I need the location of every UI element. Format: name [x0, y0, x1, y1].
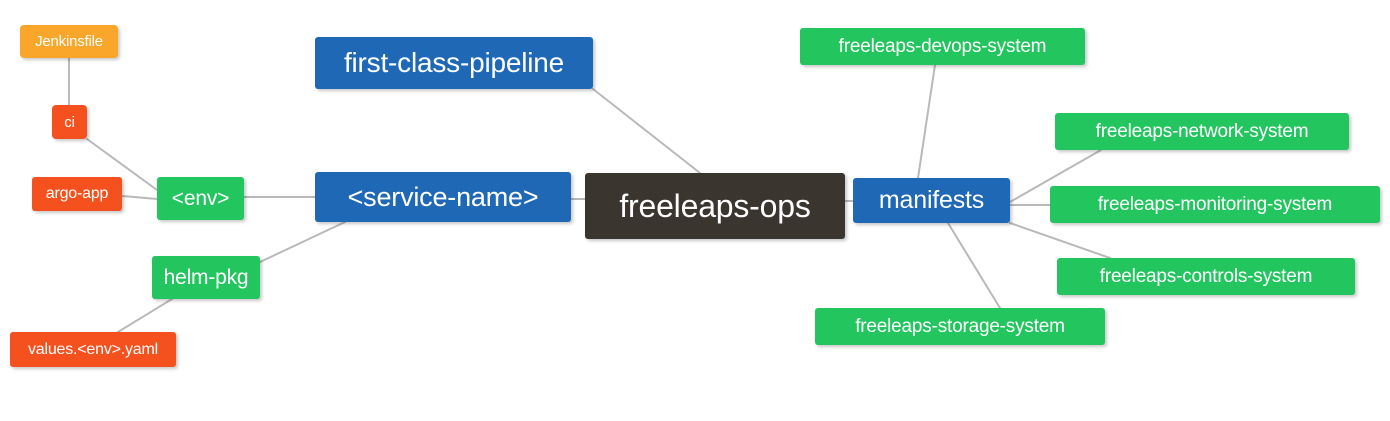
- node-values-env-yaml[interactable]: values.<env>.yaml: [10, 332, 176, 367]
- node-manifests[interactable]: manifests: [853, 178, 1010, 223]
- node-jenkinsfile[interactable]: Jenkinsfile: [20, 25, 118, 58]
- node-freeleaps-monitoring-system[interactable]: freeleaps-monitoring-system: [1050, 186, 1380, 223]
- node-label-helm-pkg: helm-pkg: [163, 266, 249, 289]
- node-freeleaps-network-system[interactable]: freeleaps-network-system: [1055, 113, 1349, 150]
- node-ci[interactable]: ci: [52, 105, 87, 139]
- node-env[interactable]: <env>: [157, 177, 244, 220]
- node-service-name[interactable]: <service-name>: [315, 172, 571, 222]
- node-label-ci: ci: [64, 113, 75, 131]
- node-label-env: <env>: [171, 187, 230, 210]
- node-freeleaps-storage-system[interactable]: freeleaps-storage-system: [815, 308, 1105, 345]
- edge-manifests-to-freeleaps-storage-system: [947, 222, 1001, 309]
- node-first-class-pipeline[interactable]: first-class-pipeline: [315, 37, 593, 89]
- node-argo-app[interactable]: argo-app: [32, 177, 122, 211]
- node-freeleaps-controls-system[interactable]: freeleaps-controls-system: [1057, 258, 1355, 295]
- node-label-freeleaps-monitoring-system: freeleaps-monitoring-system: [1097, 194, 1333, 215]
- node-label-values-env-yaml: values.<env>.yaml: [27, 340, 158, 358]
- edge-manifests-to-freeleaps-devops-system: [917, 64, 936, 179]
- node-label-freeleaps-ops: freeleaps-ops: [619, 188, 811, 224]
- node-label-jenkinsfile: Jenkinsfile: [35, 33, 103, 50]
- edge-service-name-to-helm-pkg: [259, 221, 346, 263]
- node-label-freeleaps-controls-system: freeleaps-controls-system: [1099, 266, 1313, 287]
- node-label-freeleaps-devops-system: freeleaps-devops-system: [838, 36, 1047, 57]
- node-label-freeleaps-network-system: freeleaps-network-system: [1095, 121, 1309, 142]
- node-freeleaps-devops-system[interactable]: freeleaps-devops-system: [800, 28, 1085, 65]
- node-label-service-name: <service-name>: [347, 181, 539, 212]
- node-label-first-class-pipeline: first-class-pipeline: [343, 47, 565, 78]
- edge-first-class-pipeline-to-freeleaps-ops: [592, 88, 701, 174]
- edge-manifests-to-freeleaps-controls-system: [1009, 222, 1111, 259]
- node-freeleaps-ops[interactable]: freeleaps-ops: [585, 173, 845, 239]
- node-label-argo-app: argo-app: [45, 185, 109, 202]
- node-label-manifests: manifests: [878, 186, 985, 214]
- node-helm-pkg[interactable]: helm-pkg: [152, 256, 260, 299]
- edge-helm-pkg-to-values-env-yaml: [117, 298, 173, 333]
- node-label-freeleaps-storage-system: freeleaps-storage-system: [855, 316, 1065, 337]
- edge-argo-app-to-env: [121, 195, 158, 200]
